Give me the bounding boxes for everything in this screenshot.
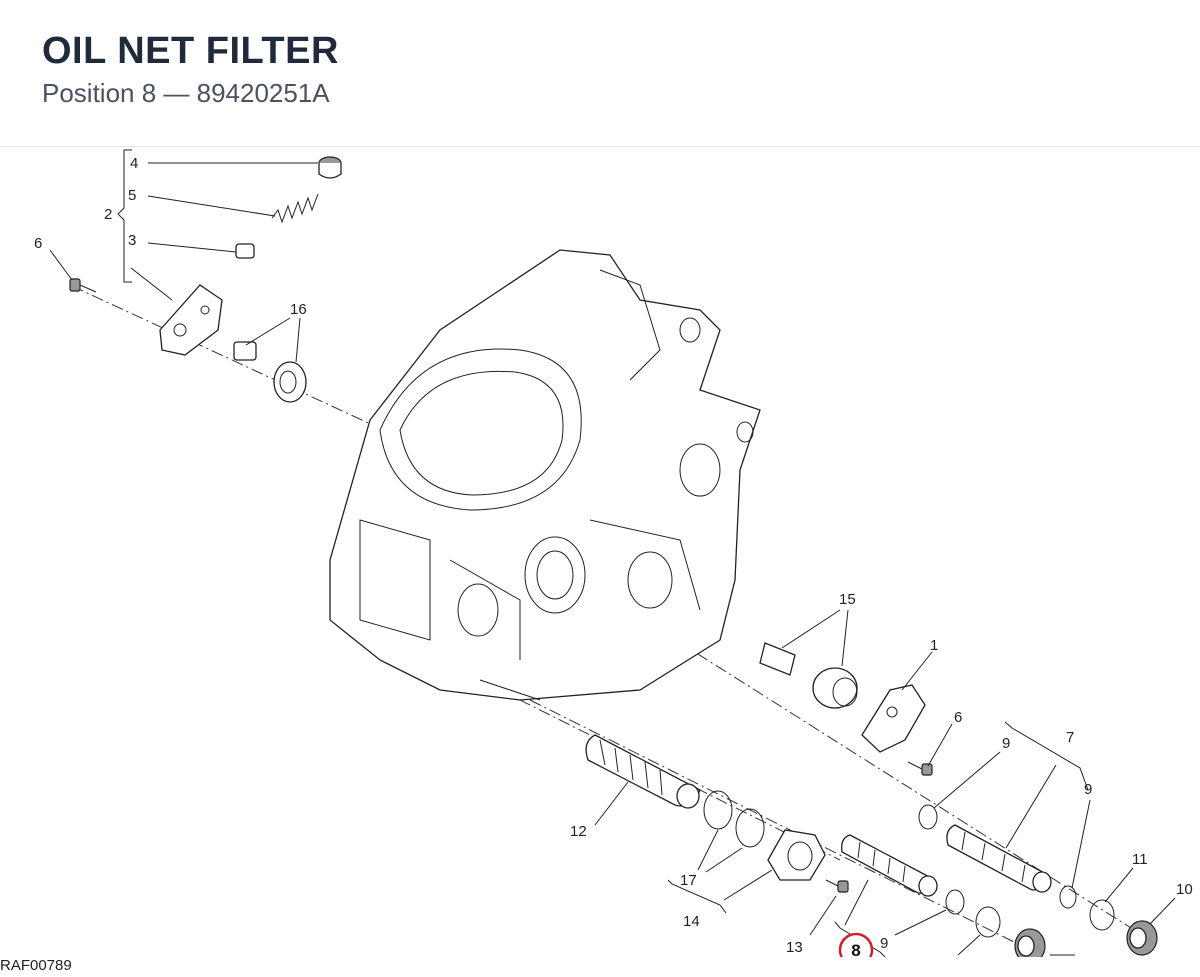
part-7-net-filter	[946, 824, 1052, 893]
callout-1: 1	[930, 637, 938, 654]
part-2-valve-body	[159, 284, 223, 356]
engine-crankcase	[329, 249, 761, 701]
reference-code: RAF00789	[0, 957, 72, 974]
callout-6-lower: 6	[954, 709, 962, 726]
part-5-spring	[271, 193, 319, 224]
callout-10-lower: 10	[1076, 955, 1093, 957]
part-1-cover	[861, 684, 926, 753]
callout-7: 7	[1066, 729, 1074, 746]
highlighted-position-badge: 8	[838, 932, 874, 957]
callout-9-lower: 9	[880, 935, 888, 952]
callout-9-right: 9	[1084, 781, 1092, 798]
callout-6-upper: 6	[34, 235, 42, 252]
part-3-valve	[235, 243, 255, 259]
leader-lines	[49, 162, 1176, 956]
callout-5: 5	[128, 187, 136, 204]
callout-10-right: 10	[1176, 881, 1193, 898]
part-16-bushings	[233, 341, 307, 403]
page-header: OIL NET FILTER Position 8 — 89420251A	[0, 0, 1200, 147]
callout-2: 2	[104, 206, 112, 223]
part-11-o-rings	[975, 899, 1115, 938]
callout-labels: 4 5 2 3 6 16 15 1 6 7 9 9 12 11 17 10 14…	[34, 155, 1193, 957]
part-6-screw-lower	[907, 761, 933, 776]
part-8-oil-net-filter	[841, 834, 938, 897]
callout-4: 4	[130, 155, 138, 172]
callout-11-lower: 11	[934, 955, 950, 957]
part-13-screw	[825, 879, 849, 893]
part-6-screw-upper	[69, 278, 97, 293]
part-15-sleeves	[759, 642, 858, 709]
callout-15: 15	[839, 591, 856, 608]
callout-17: 17	[680, 872, 697, 889]
callout-13: 13	[786, 939, 803, 956]
callout-3: 3	[128, 232, 136, 249]
callout-14: 14	[683, 913, 700, 930]
exploded-parts-diagram: 4 5 2 3 6 16 15 1 6 7 9 9 12 11 17 10 14…	[34, 149, 1193, 957]
part-4-plug	[318, 156, 342, 179]
part-12-filter-cartridge	[585, 734, 701, 809]
part-14-filter-cover	[767, 829, 826, 881]
part-17-o-rings	[703, 790, 765, 848]
callout-8-highlighted: 8	[851, 941, 860, 957]
callout-9-upper: 9	[1002, 735, 1010, 752]
page-subtitle: Position 8 — 89420251A	[42, 78, 330, 108]
callout-16: 16	[290, 301, 307, 318]
callout-11-right: 11	[1132, 851, 1148, 868]
part-9-o-rings	[918, 804, 1077, 915]
page-title: OIL NET FILTER	[42, 30, 339, 72]
callout-12: 12	[570, 823, 587, 840]
part-10-plugs	[1014, 920, 1158, 957]
